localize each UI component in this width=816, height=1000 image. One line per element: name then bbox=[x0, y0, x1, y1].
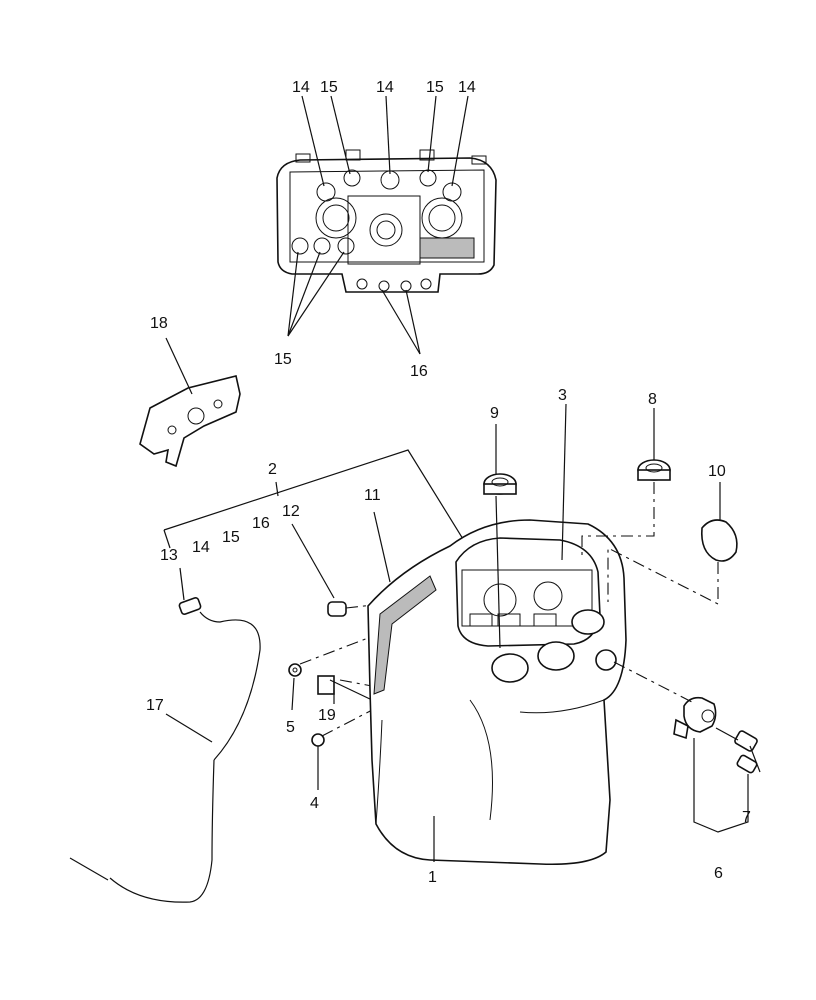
cap-8 bbox=[581, 408, 671, 560]
label-bracket-2: 2 bbox=[268, 461, 277, 478]
label-plate-18: 18 bbox=[150, 315, 168, 332]
label-bracket-14: 14 bbox=[192, 539, 210, 556]
cap-9 bbox=[483, 424, 517, 649]
speedo-cable bbox=[69, 596, 261, 903]
label-switch-6: 6 bbox=[714, 865, 723, 882]
label-bracket-16: 16 bbox=[252, 515, 270, 532]
mounting-plate bbox=[139, 337, 241, 468]
label-cable-17: 17 bbox=[146, 697, 164, 714]
label-cluster-15b: 15 bbox=[426, 79, 444, 96]
label-cap-8: 8 bbox=[648, 391, 657, 408]
label-bracket-15: 15 bbox=[222, 529, 240, 546]
ignition-switch bbox=[613, 661, 749, 833]
label-housing-1: 1 bbox=[428, 869, 437, 886]
label-cluster-16: 16 bbox=[410, 363, 428, 380]
label-bracket-12: 12 bbox=[282, 503, 300, 520]
label-cluster-14c: 14 bbox=[458, 79, 476, 96]
label-screw-4: 4 bbox=[310, 795, 319, 812]
label-clip-19: 19 bbox=[318, 707, 336, 724]
clip-19 bbox=[317, 675, 373, 704]
washer-5 bbox=[288, 621, 411, 711]
label-key-7: 7 bbox=[742, 809, 751, 826]
label-cluster-14a: 14 bbox=[292, 79, 310, 96]
label-cap-9: 9 bbox=[490, 405, 499, 422]
label-cluster-15c: 15 bbox=[274, 351, 292, 368]
decal-11 bbox=[373, 511, 391, 583]
callout-labels: 14 15 14 15 14 15 16 18 2 12 16 15 14 13… bbox=[146, 79, 751, 886]
dash-housing bbox=[367, 519, 627, 866]
label-cluster-14b: 14 bbox=[376, 79, 394, 96]
label-decal-11: 11 bbox=[364, 487, 381, 504]
instrument-cluster bbox=[276, 149, 497, 293]
knob-10 bbox=[607, 482, 738, 605]
panel-3 bbox=[561, 403, 567, 561]
label-washer-5: 5 bbox=[286, 719, 295, 736]
label-panel-3: 3 bbox=[558, 387, 567, 404]
cluster-leaders bbox=[287, 95, 469, 355]
label-cluster-15a: 15 bbox=[320, 79, 338, 96]
label-knob-10: 10 bbox=[708, 463, 726, 480]
key-7 bbox=[715, 727, 761, 774]
screw-4 bbox=[311, 707, 377, 790]
label-bracket-13: 13 bbox=[160, 547, 178, 564]
